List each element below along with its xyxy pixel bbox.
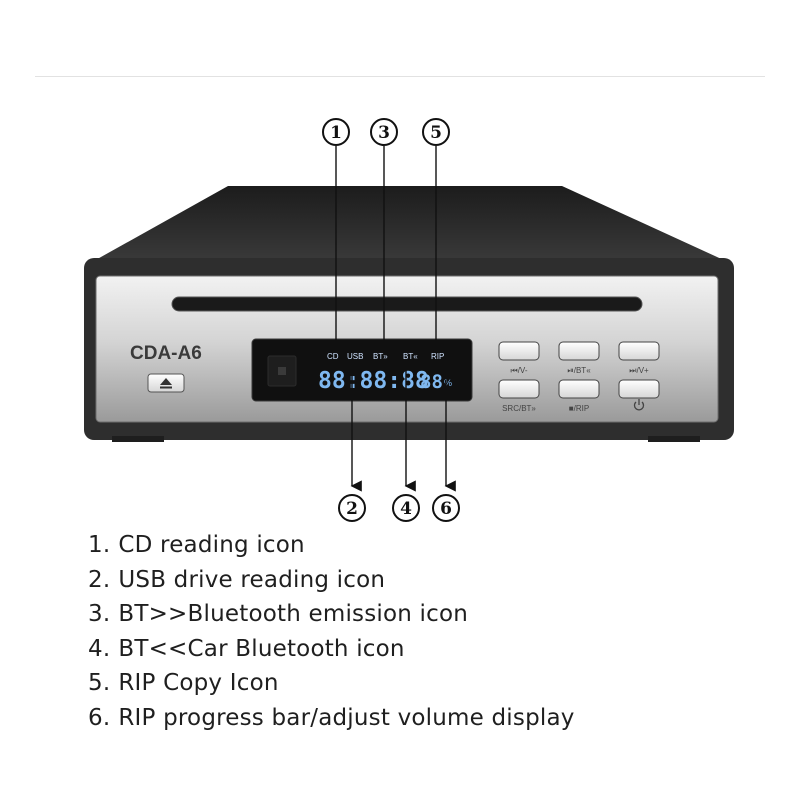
prev-vol-down-label: ⏮/V- [511, 366, 528, 375]
eject-button[interactable] [147, 373, 185, 393]
usb-indicator: USB [347, 352, 363, 361]
rip-indicator: RIP [431, 352, 444, 361]
percent-sign: % [444, 378, 452, 388]
model-label: CDA-A6 [130, 343, 202, 364]
disc-slot[interactable] [171, 296, 643, 312]
source-bt-label: SRC/BT» [502, 404, 536, 413]
stop-rip-button[interactable] [558, 379, 600, 399]
svg-text:6: 6 [440, 499, 452, 519]
legend-item: 5.RIP Copy Icon [88, 670, 279, 696]
svg-text:2: 2 [346, 499, 358, 519]
play-pause-bt-label: ⏯/BT« [567, 366, 591, 375]
callout-2: 2 [338, 494, 366, 522]
callout-1: 1 [322, 118, 350, 146]
legend-list: 1.CD reading icon 2.USB drive reading ic… [88, 528, 575, 735]
power-button[interactable] [618, 379, 660, 399]
top-divider [35, 76, 765, 77]
svg-text:4: 4 [400, 499, 412, 519]
power-icon [633, 399, 645, 411]
prev-button[interactable] [498, 341, 540, 361]
eject-icon [160, 378, 172, 385]
stop-rip-label: ■/RIP [569, 404, 589, 413]
callout-3: 3 [370, 118, 398, 146]
device-top [92, 186, 728, 262]
legend-item: 1.CD reading icon [88, 532, 305, 558]
legend-item: 3.BT>>Bluetooth emission icon [88, 601, 469, 627]
legend-item: 2.USB drive reading icon [88, 566, 386, 593]
callout-6: 6 [432, 494, 460, 522]
bt-in-indicator: BT« [403, 352, 418, 361]
left-foot [112, 436, 164, 442]
next-button[interactable] [618, 341, 660, 361]
level-digits: 88 [420, 371, 443, 393]
callout-5: 5 [422, 118, 450, 146]
bt-out-indicator: BT» [373, 352, 388, 361]
svg-text:5: 5 [430, 123, 442, 143]
time-digits: 88:88:88 [318, 368, 429, 394]
play-pause-button[interactable] [558, 341, 600, 361]
legend-item: 4.BT<<Car Bluetooth icon [88, 635, 405, 662]
legend-item: 6.RIP progress bar/adjust volume display [88, 704, 575, 731]
svg-text:3: 3 [378, 123, 390, 143]
callout-4: 4 [392, 494, 420, 522]
cd-indicator: CD [327, 352, 339, 361]
next-vol-up-label: ⏭/V+ [629, 366, 649, 375]
right-foot [648, 436, 700, 442]
svg-text:1: 1 [330, 123, 342, 143]
source-bt-button[interactable] [498, 379, 540, 399]
lcd-display [251, 338, 473, 402]
